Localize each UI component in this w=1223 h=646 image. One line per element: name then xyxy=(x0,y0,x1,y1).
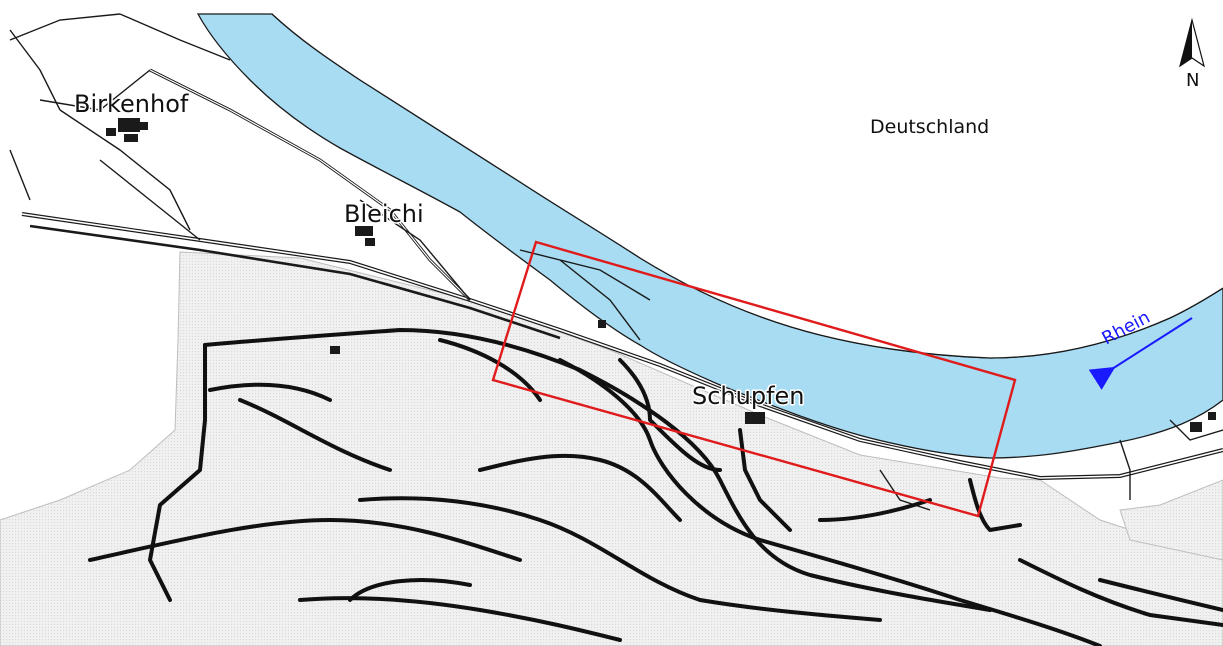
label-north: N xyxy=(1186,70,1199,91)
buildings xyxy=(106,118,1216,432)
label-birkenhof: Birkenhof xyxy=(74,90,189,118)
river-north-bank xyxy=(271,13,1223,359)
minor-roads xyxy=(9,13,1223,511)
railway xyxy=(21,68,1223,481)
forest-area-east xyxy=(1119,479,1223,561)
label-schupfen: Schupfen xyxy=(692,382,805,410)
label-bleichi: Bleichi xyxy=(344,200,424,228)
north-arrow-icon xyxy=(1179,17,1205,68)
flow-arrow-icon xyxy=(1088,317,1193,390)
study-area-rectangle xyxy=(491,240,1017,518)
label-deutschland: Deutschland xyxy=(870,116,989,138)
germany-area xyxy=(272,14,1223,358)
